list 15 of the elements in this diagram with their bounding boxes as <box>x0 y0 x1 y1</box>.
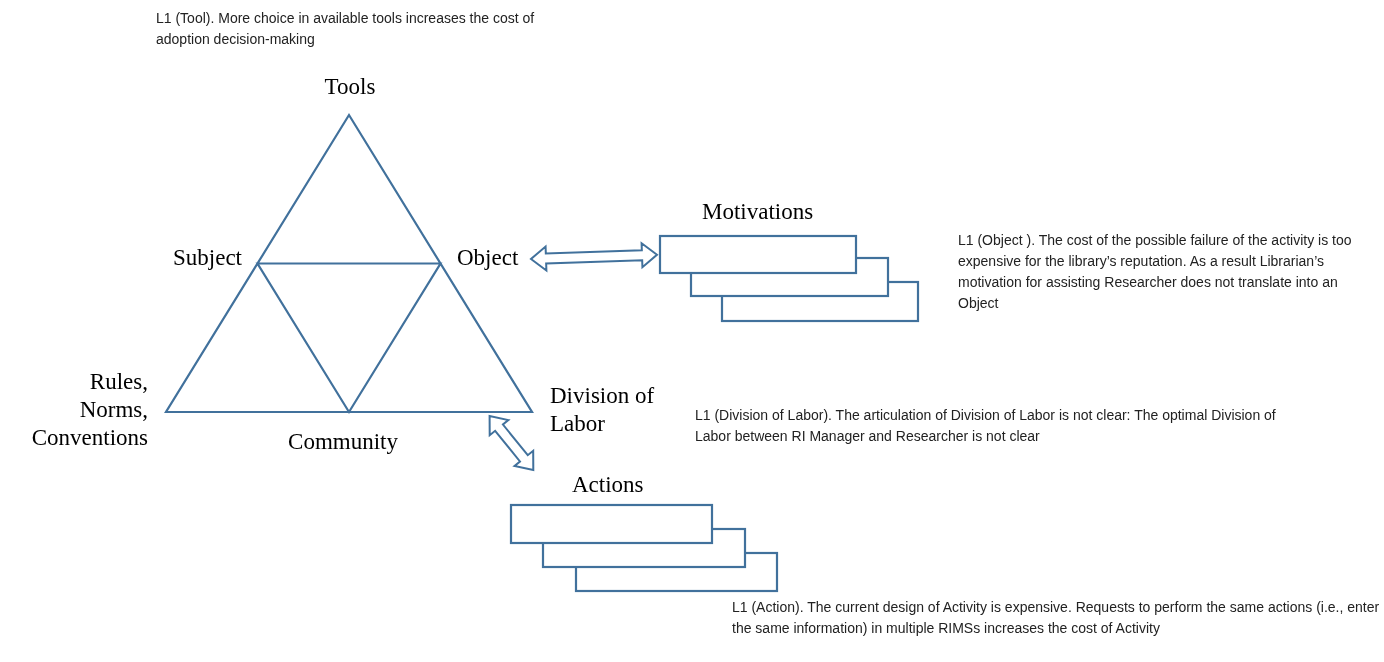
vertex-label: Division of Labor <box>550 382 656 438</box>
vertex-label: Rules, Norms, Conventions <box>31 368 148 452</box>
annotation-note: L1 (Division of Labor). The articulation of Division of Labor is not clear: The optimal Division of Labor between RI Manager and Researcher is not clear <box>695 406 1277 446</box>
vertex-label: Object <box>457 244 520 272</box>
vertex-label: Tools <box>324 73 376 101</box>
annotation-note: L1 (Tool). More choice in available tools increases the cost of adoption decision-making <box>156 9 536 49</box>
activity-triangle <box>164 113 534 414</box>
stack-heading: Motivations <box>702 198 814 226</box>
annotation-note: L1 (Object ). The cost of the possible failure of the activity is too expensive for the library’s reputation. As a result Librarian’s motivation for assisting Researcher does not translate into an Object <box>958 231 1353 313</box>
double-block-arrow <box>529 241 659 273</box>
double-block-arrow <box>488 414 535 472</box>
vertex-label: Subject <box>173 244 242 272</box>
vertex-label: Community <box>288 428 398 456</box>
stack-heading: Actions <box>572 471 644 499</box>
annotation-note: L1 (Action). The current design of Activity is expensive. Requests to perform the same actions (i.e., enter the same information) in multiple RIMSs increases the cost of Activity <box>732 598 1381 638</box>
